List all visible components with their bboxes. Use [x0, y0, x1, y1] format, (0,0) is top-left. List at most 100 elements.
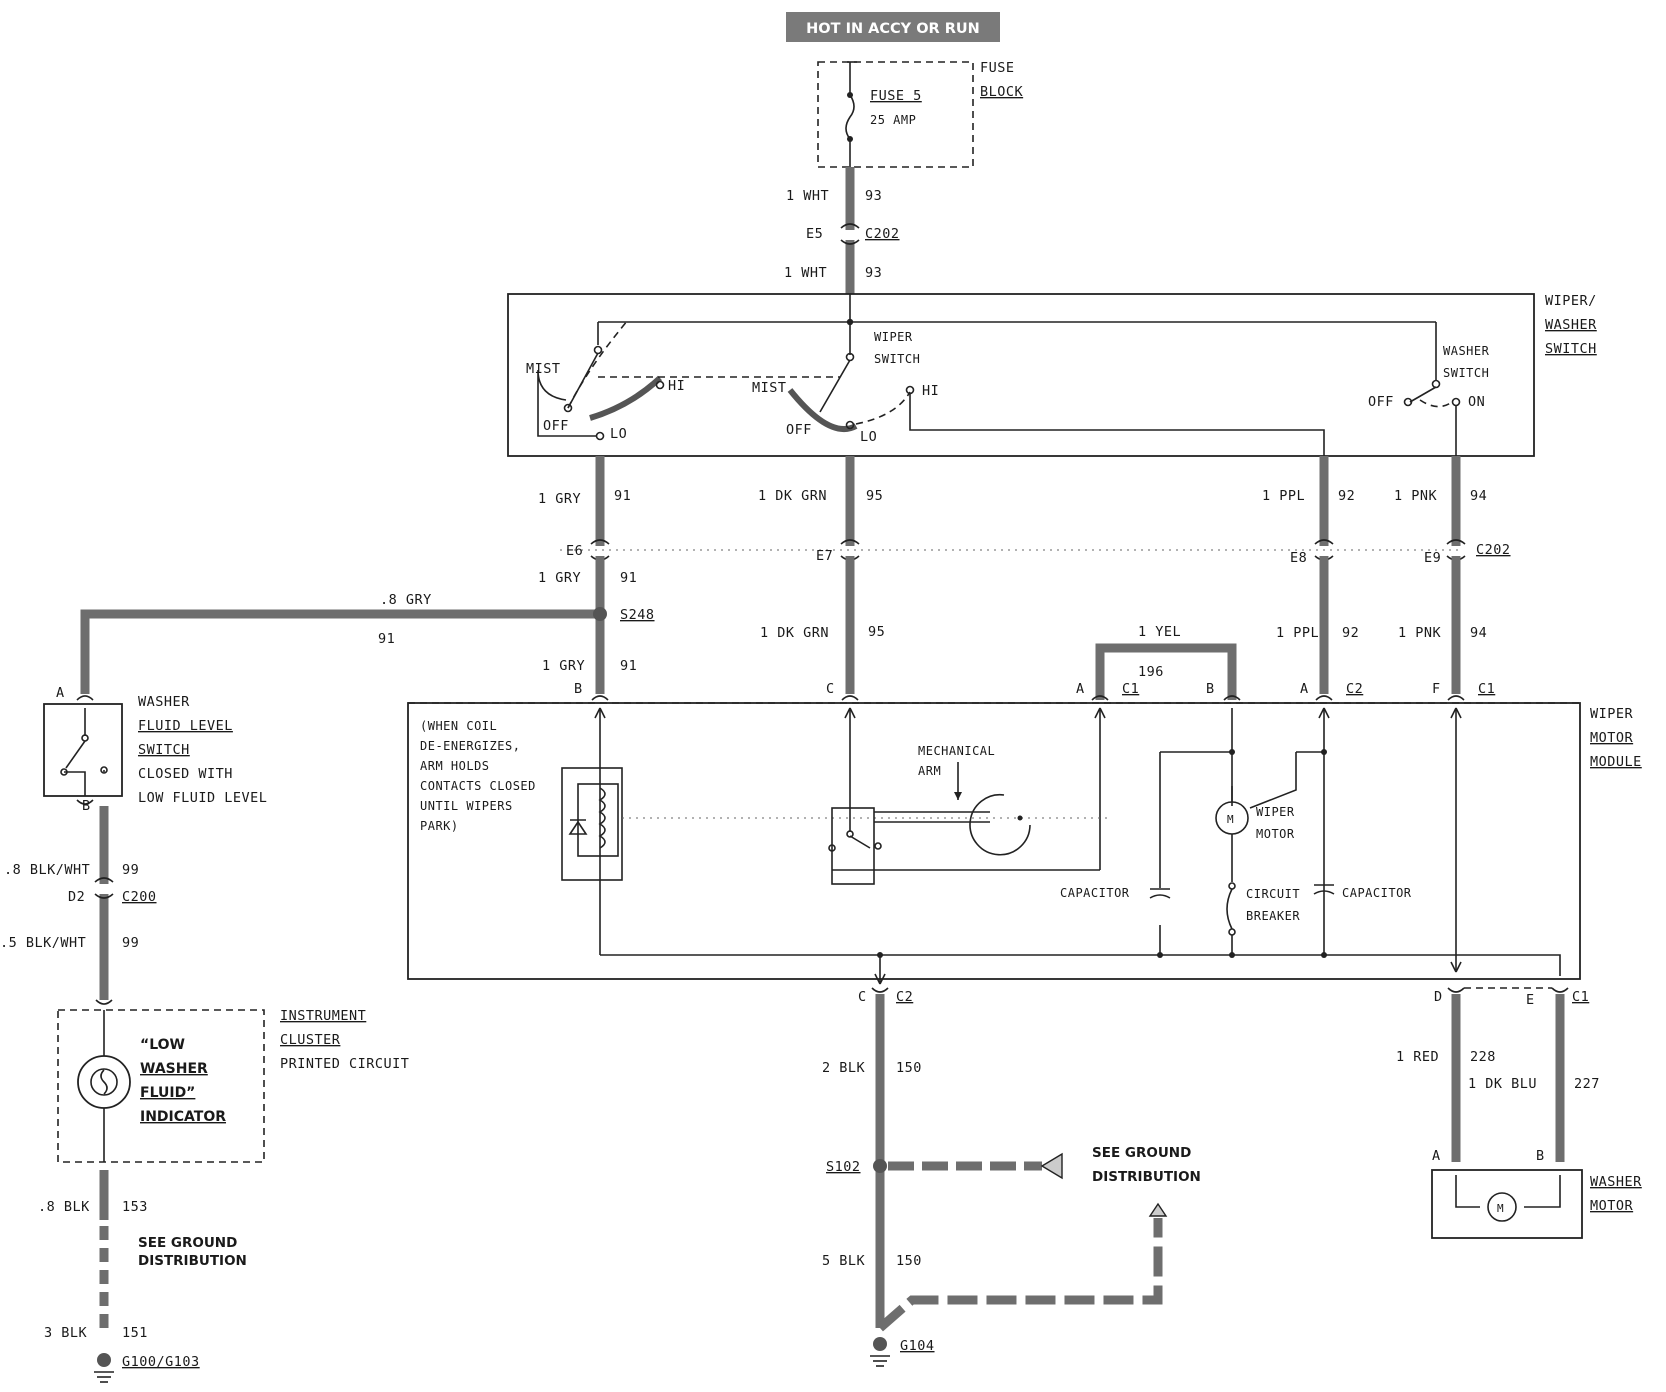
- yel-num: 196: [1138, 664, 1164, 680]
- wiper-switch-2: SWITCH: [874, 352, 920, 366]
- fuse-block-label-2: BLOCK: [980, 84, 1024, 100]
- off-c: OFF: [1368, 394, 1394, 410]
- fuse-block-label-1: FUSE: [980, 60, 1015, 76]
- fuse-name: FUSE 5: [870, 88, 922, 104]
- c202-top: C202: [865, 226, 900, 242]
- module-label-3: MODULE: [1590, 754, 1642, 770]
- note-2: DE-ENERGIZES,: [420, 739, 520, 753]
- pin-e6: E6: [566, 543, 583, 559]
- washer-motor-2: MOTOR: [1590, 1198, 1634, 1214]
- ground-left-2: DISTRIBUTION: [138, 1253, 247, 1269]
- w91c-gauge: 1 GRY: [542, 658, 585, 674]
- w94-num: 94: [1470, 488, 1487, 504]
- fuse-rating: 25 AMP: [870, 113, 916, 127]
- mist-a: MIST: [526, 361, 561, 377]
- w93a-gauge: 1 WHT: [786, 188, 829, 204]
- w94-gauge: 1 PNK: [1394, 488, 1438, 504]
- relay-frame: [561, 767, 623, 881]
- pin-c-bot: C: [858, 989, 867, 1005]
- w93a-num: 93: [865, 188, 882, 204]
- w153-gauge: .8 BLK: [38, 1199, 90, 1215]
- w228-num: 228: [1470, 1049, 1496, 1065]
- arm-1: MECHANICAL: [918, 744, 995, 758]
- c200-pin: D2: [68, 889, 85, 905]
- washer-motor-box: [1431, 1169, 1583, 1239]
- w91b-gauge: 1 GRY: [538, 570, 581, 586]
- cb-2: BREAKER: [1246, 909, 1300, 923]
- off-b: OFF: [786, 422, 812, 438]
- washer-switch-2: SWITCH: [1443, 366, 1489, 380]
- pin-b-top: B: [574, 681, 583, 697]
- w227-gauge: 1 DK BLU: [1468, 1076, 1537, 1092]
- svg-text:M: M: [1227, 813, 1234, 826]
- circuit-breaker: [1226, 888, 1233, 930]
- cluster-l1: INSTRUMENT: [280, 1008, 366, 1024]
- relay-diode: [568, 819, 588, 835]
- w93b-gauge: 1 WHT: [784, 265, 827, 281]
- splice-s102: [873, 1159, 887, 1173]
- g104: G104: [900, 1338, 935, 1354]
- wiper-switch-a-blade: [567, 352, 599, 409]
- c202-mid: C202: [1476, 542, 1511, 558]
- ground-g104: [873, 1337, 887, 1351]
- on-c: ON: [1468, 394, 1485, 410]
- w150b-num: 150: [896, 1253, 922, 1269]
- w153-num: 153: [122, 1199, 148, 1215]
- w99a-num: 99: [122, 862, 139, 878]
- pin-e7: E7: [816, 548, 833, 564]
- off-a: OFF: [543, 418, 569, 434]
- fluid-level-switch-box: [43, 703, 123, 797]
- wfl-pin-a: A: [56, 685, 65, 701]
- c2-top: C2: [1346, 681, 1363, 697]
- pin-f-c1: F: [1432, 681, 1441, 697]
- c1-a: C1: [1122, 681, 1139, 697]
- fuse-block-outline: [817, 61, 974, 168]
- wiper-switch-1: WIPER: [874, 330, 913, 344]
- wiper-motor-module-box: [407, 702, 1581, 980]
- note-6: PARK): [420, 819, 459, 833]
- lo-b: LO: [860, 429, 877, 445]
- ground-mid-2: DISTRIBUTION: [1092, 1169, 1201, 1185]
- note-4: CONTACTS CLOSED: [420, 779, 536, 793]
- note-1: (WHEN COIL: [420, 719, 497, 733]
- ind1: “LOW: [140, 1037, 185, 1053]
- cam-disc: [969, 793, 1031, 856]
- hot-banner: [786, 12, 1000, 42]
- w91b-num: 91: [620, 570, 637, 586]
- w151-num: 151: [122, 1325, 148, 1341]
- w95b-gauge: 1 DK GRN: [760, 625, 829, 641]
- module-label-1: WIPER: [1590, 706, 1634, 722]
- w95-gauge: 1 DK GRN: [758, 488, 827, 504]
- pin-d-bot: D: [1434, 989, 1443, 1005]
- w228-gauge: 1 RED: [1396, 1049, 1439, 1065]
- pin-b-c1: B: [1206, 681, 1215, 697]
- w92b-num: 92: [1342, 625, 1359, 641]
- w150a-gauge: 2 BLK: [822, 1060, 866, 1076]
- w95b-num: 95: [868, 624, 885, 640]
- wfl-l2: FLUID LEVEL: [138, 718, 233, 734]
- park-contact-frame: [831, 807, 875, 885]
- w8gry-gauge: .8 GRY: [380, 592, 432, 608]
- splice-s248: [593, 607, 607, 621]
- c1-bot: C1: [1572, 989, 1589, 1005]
- w92b-gauge: 1 PPL: [1276, 625, 1319, 641]
- pin-a-c1: A: [1076, 681, 1085, 697]
- pin-a-c2: A: [1300, 681, 1309, 697]
- ground-left-1: SEE GROUND: [138, 1235, 237, 1251]
- w8gry-num: 91: [378, 631, 395, 647]
- connector-c202-top: [840, 223, 860, 245]
- w99a-gauge: .8 BLK/WHT: [4, 862, 90, 878]
- note-5: UNTIL WIPERS: [420, 799, 513, 813]
- arm-2: ARM: [918, 764, 941, 778]
- w94b-num: 94: [1470, 625, 1487, 641]
- w95-num: 95: [866, 488, 883, 504]
- relay-coil: [598, 787, 606, 849]
- cluster-l2: CLUSTER: [280, 1032, 341, 1048]
- pin-e9: E9: [1424, 550, 1441, 566]
- wfl-l4: CLOSED WITH: [138, 766, 233, 782]
- fuse-element: [845, 94, 855, 140]
- switch-label-3: SWITCH: [1545, 341, 1597, 357]
- wiper-switch-a-arc: [589, 375, 663, 421]
- w150b-gauge: 5 BLK: [822, 1253, 866, 1269]
- w94b-gauge: 1 PNK: [1398, 625, 1442, 641]
